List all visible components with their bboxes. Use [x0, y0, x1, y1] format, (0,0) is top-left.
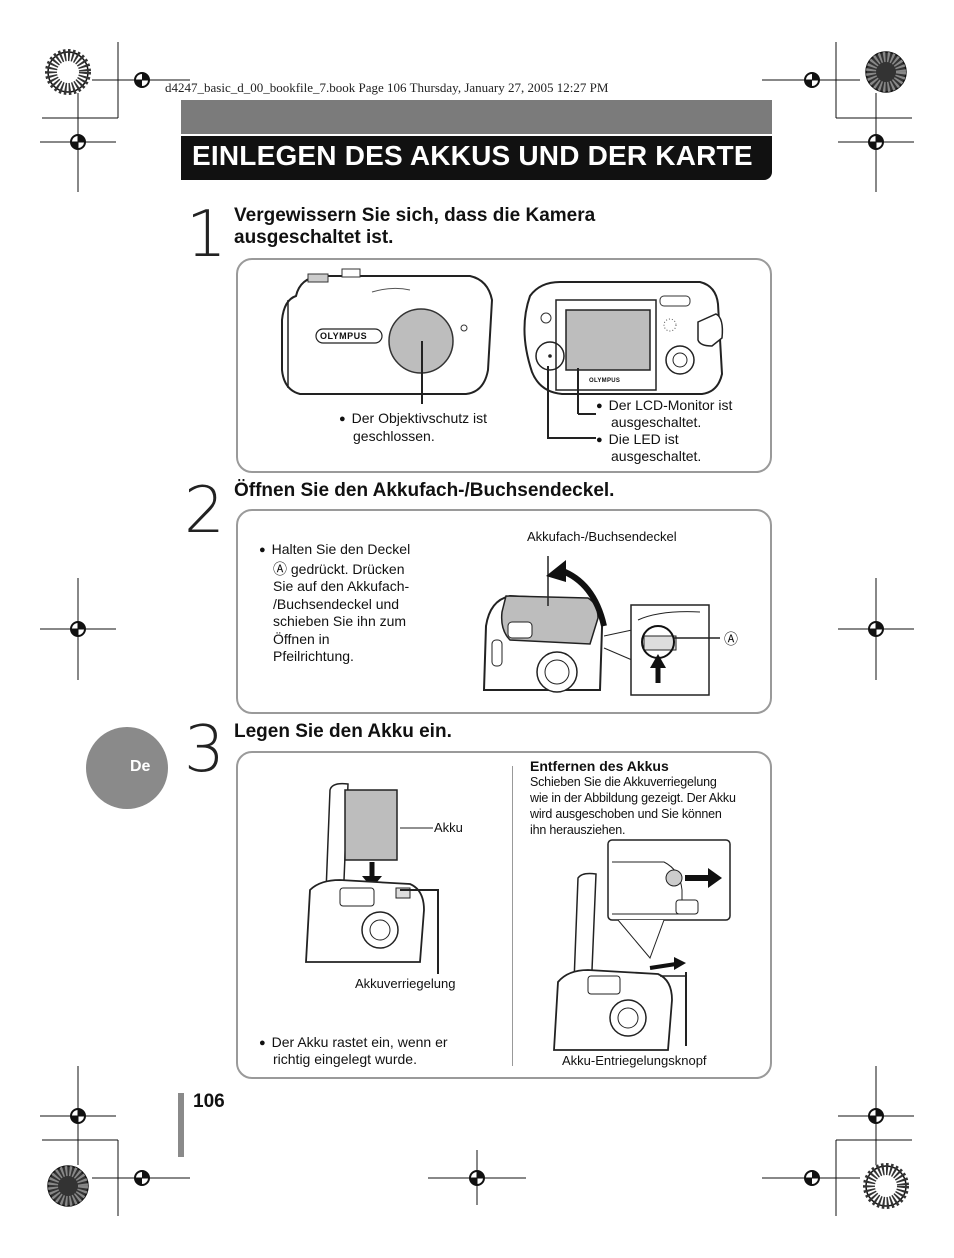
- lcd-note-line1: Der LCD-Monitor ist: [596, 397, 733, 417]
- akku-label: Akku: [434, 820, 463, 835]
- step-3-divider: [512, 766, 513, 1066]
- instruction-line-4: /Buchsendeckel und: [273, 595, 400, 612]
- lens-cover-note-line2: geschlossen.: [353, 428, 435, 444]
- removal-line-3: wird ausgeschoben und Sie können: [530, 807, 722, 821]
- step-2-instructions: Halten Sie den Deckel Ⓐ gedrückt. Drücke…: [259, 541, 439, 666]
- cover-label: Akkufach-/Buchsendeckel: [527, 529, 677, 544]
- callout-a-label: Ⓐ: [724, 631, 738, 647]
- language-tab-label: De: [130, 758, 151, 775]
- instruction-line-2: Ⓐ gedrückt. Drücken: [273, 560, 405, 577]
- lcd-note-line2: ausgeschaltet.: [611, 414, 702, 430]
- removal-line-4: ihn herausziehen.: [530, 823, 626, 837]
- book-header-line: d4247_basic_d_00_bookfile_7.book Page 10…: [165, 80, 609, 95]
- title-bar: [181, 136, 772, 180]
- instruction-line-6: Öffnen in: [273, 630, 330, 647]
- step-3-note-line1: Der Akku rastet ein, wenn er: [259, 1034, 448, 1054]
- page-number: 106: [193, 1091, 225, 1112]
- instruction-line-1: Halten Sie den Deckel: [259, 541, 439, 561]
- step-1-number: 1: [186, 198, 227, 272]
- removal-title: Entfernen des Akkus: [530, 758, 669, 774]
- step-1-heading: Vergewissern Sie sich, dass die Kamera a…: [234, 205, 595, 249]
- brand-logo-back: OLYMPUS: [589, 378, 621, 384]
- title-bar-accent: [181, 100, 772, 134]
- instruction-line-7: Pfeilrichtung.: [273, 648, 354, 664]
- lens-cover-note-line1: Der Objektivschutz ist: [339, 410, 487, 430]
- language-tab: [86, 727, 168, 809]
- akku-lock-label: Akkuverriegelung: [355, 976, 456, 991]
- removal-line-2: wie in der Abbildung gezeigt. Der Akku: [530, 791, 736, 805]
- page-number-bar: [178, 1093, 184, 1157]
- page-title: EINLEGEN DES AKKUS UND DER KARTE: [192, 140, 753, 171]
- removal-text: Schieben Sie die Akkuverriegelung wie in…: [530, 774, 736, 838]
- step-3-number: 3: [184, 713, 225, 787]
- led-note-line2: ausgeschaltet.: [611, 448, 702, 464]
- release-button-label: Akku-Entriegelungsknopf: [562, 1053, 707, 1068]
- led-note-line1: Die LED ist: [596, 431, 679, 451]
- step-2-heading: Öffnen Sie den Akkufach-/Buchsendeckel.: [234, 480, 615, 501]
- step-1-heading-line1: Vergewissern Sie sich, dass die Kamera: [234, 205, 596, 226]
- instruction-line-5: schieben Sie ihn zum: [273, 613, 407, 629]
- step-2-number: 2: [184, 474, 225, 548]
- step-3-note-line2: richtig eingelegt wurde.: [273, 1051, 417, 1067]
- step-3-heading: Legen Sie den Akku ein.: [234, 721, 452, 742]
- removal-line-1: Schieben Sie die Akkuverriegelung: [530, 775, 717, 789]
- step-1-heading-line2: ausgeschaltet ist.: [234, 227, 394, 248]
- instruction-line-3: Sie auf den Akkufach-: [273, 578, 410, 594]
- brand-logo-front: OLYMPUS: [320, 331, 368, 341]
